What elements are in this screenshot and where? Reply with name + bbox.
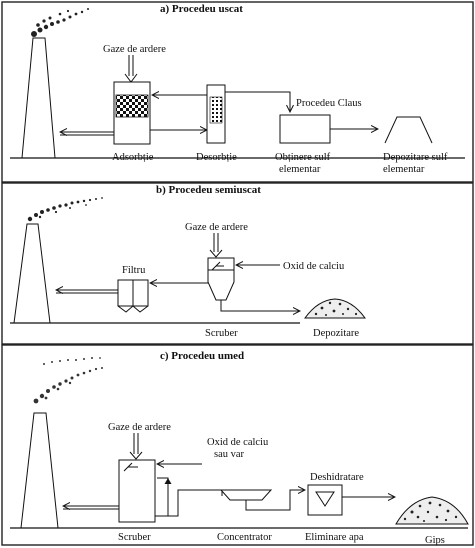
chimney-b (13, 223, 51, 324)
wet-scrubber (118, 459, 156, 523)
sulfur-storage-pile (384, 116, 433, 144)
desorber-column (206, 84, 226, 144)
calcium-oxide-label-b: Oxid de calciu (283, 261, 345, 272)
smoke-c (33, 357, 103, 404)
claus-label: Procedeu Claus (296, 98, 362, 109)
panel-b-title: b) Procedeu semiuscat (156, 184, 261, 196)
gas-label-c: Gaze de ardere (108, 422, 171, 433)
panel-c-frame (1, 344, 474, 546)
scrubber-label-c: Scruber (118, 532, 151, 543)
concentrator-tank (219, 489, 273, 501)
panel-dry-process: a) Procedeu uscat Gaze de ardere (1, 1, 474, 183)
panel-b-frame (1, 182, 474, 345)
sulfur-production-label-2: elementar (279, 164, 321, 175)
recirculation-line (157, 477, 169, 516)
chimney-c (20, 412, 59, 529)
sulfur-production-box (279, 114, 331, 144)
concentrator-label: Concentrator (217, 532, 272, 543)
storage-label-1: Depozitare sulf (383, 152, 448, 163)
panel-wet-process: c) Procedeu umed Gaze de ardere (1, 344, 474, 546)
gas-label-a: Gaze de ardere (103, 44, 166, 55)
concentrator-to-dewatering-line (245, 490, 305, 511)
oxide-label-c-1: Oxid de calciu (207, 437, 269, 448)
smoke-a (31, 8, 89, 37)
chimney-a (10, 37, 465, 159)
sulfur-production-label-1: Obținere sulf (275, 152, 331, 163)
adsorption-label: Adsorbție (112, 152, 154, 163)
scrubber-to-concentrator-line (155, 489, 223, 517)
gypsum-pile (395, 496, 469, 525)
scrubber-to-storage-line (220, 300, 300, 311)
dewatering-label: Deshidratare (310, 472, 364, 483)
gas-inlet-arrow-a (124, 55, 138, 83)
gas-inlet-arrow-c (129, 433, 143, 460)
storage-pile-b (304, 298, 366, 319)
adsorber-column (113, 81, 151, 145)
water-removal-label: Eliminare apa (305, 532, 364, 543)
smoke-b (27, 197, 103, 222)
filter-label: Filtru (122, 265, 146, 276)
desorption-label: Desorbție (196, 152, 237, 163)
semi-dry-scrubber (207, 257, 235, 301)
panel-a-frame (1, 1, 474, 183)
storage-label-2: elementar (383, 164, 425, 175)
gypsum-label: Gips (425, 535, 445, 546)
gas-inlet-arrow-b (209, 233, 223, 258)
water-removal-unit (307, 484, 343, 516)
gas-label-b: Gaze de ardere (185, 222, 248, 233)
panel-c-title: c) Procedeu umed (160, 350, 244, 362)
storage-label-b: Depozitare (313, 328, 359, 339)
desorber-to-claus-line (225, 91, 290, 112)
scrubber-label-b: Scruber (205, 328, 238, 339)
bag-filter (117, 279, 149, 313)
oxide-label-c-2: sau var (214, 449, 245, 460)
panel-semi-dry-process: b) Procedeu semiuscat Gaze de ardere O (1, 182, 474, 345)
panel-a-title: a) Procedeu uscat (160, 3, 243, 15)
